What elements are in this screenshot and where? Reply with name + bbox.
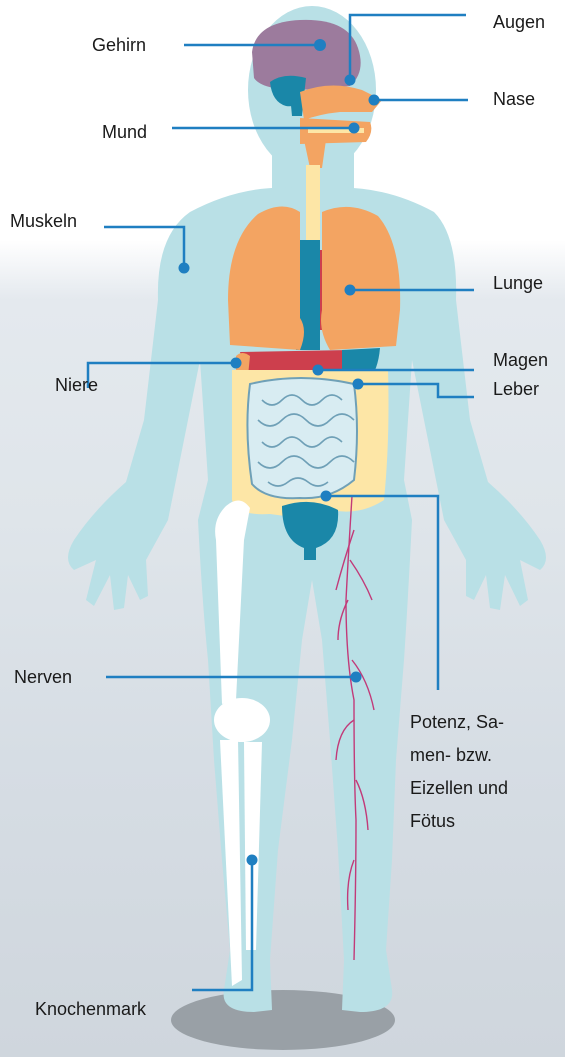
dot-nerven [351,672,362,683]
label-knochenmark: Knochenmark [35,998,146,1020]
small-intestine-shape [247,378,357,498]
dot-knochenmark [247,855,258,866]
label-lunge: Lunge [493,272,543,294]
dot-potenz [321,491,332,502]
label-nerven: Nerven [14,666,72,688]
label-potenz-line-4: Fötus [410,805,550,838]
dot-muskeln [179,263,190,274]
dot-augen [345,75,356,86]
label-niere: Niere [55,374,98,396]
dot-magen [313,365,324,376]
dot-gehirn [314,39,326,51]
label-nase: Nase [493,88,535,110]
dot-leber [353,379,364,390]
label-leber: Leber [493,378,539,400]
brain-shape [252,20,361,90]
dot-nase [369,95,380,106]
dot-lunge [345,285,356,296]
label-muskeln: Muskeln [10,210,77,232]
label-mund: Mund [102,121,147,143]
label-potenz: Potenz, Sa- men- bzw. Eizellen und Fötus [410,706,550,838]
label-magen: Magen [493,349,548,371]
label-potenz-line-3: Eizellen und [410,772,550,805]
dot-mund [349,123,360,134]
label-potenz-line-1: Potenz, Sa- [410,706,550,739]
label-potenz-line-2: men- bzw. [410,739,550,772]
dot-niere [231,358,242,369]
label-augen: Augen [493,11,545,33]
label-gehirn: Gehirn [92,34,146,56]
